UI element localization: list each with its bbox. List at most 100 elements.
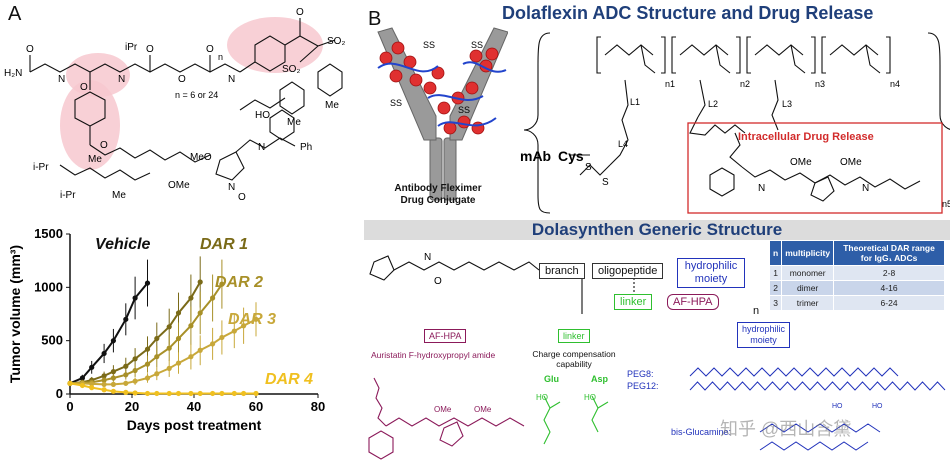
atom-label: HO <box>584 393 596 402</box>
ss-label: SS <box>458 105 470 115</box>
data-point <box>144 361 151 367</box>
table-cell: 2-8 <box>833 265 945 281</box>
box-line: hydrophilic <box>742 324 786 334</box>
x-tick-label: 20 <box>125 399 139 414</box>
peg8-chain <box>689 367 899 377</box>
drug-sphere <box>391 41 405 55</box>
linker-l2: L2 <box>708 99 718 109</box>
table-cell: 6-24 <box>833 295 945 311</box>
series-label: Vehicle <box>95 236 151 253</box>
series-label: DAR 2 <box>215 274 263 291</box>
linker-box: linker <box>614 294 653 310</box>
data-point <box>241 323 247 329</box>
subscript-n2: n2 <box>740 79 750 89</box>
drug-sphere <box>465 81 479 95</box>
peg8-label: PEG8: <box>627 369 654 379</box>
data-point <box>110 369 116 375</box>
polymer-bond <box>829 44 879 56</box>
polymer-bond <box>604 44 654 56</box>
atom-label: O <box>238 192 246 203</box>
data-point <box>101 387 107 393</box>
backbone-bond <box>29 63 241 73</box>
data-point <box>253 390 259 397</box>
data-point <box>188 295 194 301</box>
l1-linker-bond <box>609 79 629 166</box>
x-tick-label: 60 <box>249 399 263 414</box>
chain-bond <box>299 45 319 63</box>
data-point <box>197 347 203 353</box>
right-brace <box>927 32 950 130</box>
caption-line: Antibody Fleximer <box>394 183 482 194</box>
disulfide-bond <box>579 164 611 176</box>
data-point <box>101 377 107 383</box>
atom-label: Me <box>112 190 126 201</box>
ss-label: SS <box>390 98 402 108</box>
atom-label: N <box>228 182 235 193</box>
data-point <box>79 375 85 381</box>
data-point <box>110 381 116 387</box>
box-line: moiety <box>750 335 777 345</box>
repeat-bracket <box>661 36 666 74</box>
table-row: 3 trimer 6-24 <box>768 295 945 311</box>
atom-label: N <box>862 183 869 194</box>
payload-backbone <box>385 417 525 427</box>
table-row: 2 dimer 4-16 <box>768 280 945 296</box>
y-axis-label: Tumor volume (mm³) <box>7 245 23 383</box>
repeat-bracket <box>671 36 676 74</box>
payload-backbone <box>741 166 921 190</box>
table-header: Theoretical DAR range for IgG₁ ADCs <box>833 240 945 266</box>
data-point <box>154 354 160 360</box>
atom-label: i-Pr <box>60 190 76 201</box>
atom-label: H₂N <box>4 68 22 79</box>
atom-label: O <box>80 82 88 93</box>
y-tick-label: 500 <box>41 333 63 348</box>
ketone-bond <box>284 35 301 46</box>
data-point <box>166 390 172 397</box>
polymer-units <box>596 36 891 74</box>
data-point <box>166 365 172 371</box>
glucamine-chain <box>759 441 869 451</box>
ss-label: SS <box>423 40 435 50</box>
data-point <box>188 354 194 360</box>
legend-linker-box: linker <box>558 329 590 343</box>
data-point <box>132 367 138 374</box>
repeat-bracket <box>886 36 891 74</box>
data-point <box>175 360 182 366</box>
data-point <box>219 390 225 397</box>
table-row: 1 monomer 2-8 <box>768 265 945 281</box>
data-point <box>123 372 129 378</box>
data-point <box>210 295 216 301</box>
caption-line: Drug Conjugate <box>400 195 476 206</box>
phenyl-ring <box>269 109 295 141</box>
table-header-row: n multiplicity Theoretical DAR range for… <box>768 240 945 266</box>
atom-label: OMe <box>840 157 862 168</box>
hydrophilic-structures: HO HO <box>689 367 946 451</box>
linker-l4: L4 <box>618 139 628 149</box>
pyrrolidine-ring <box>810 176 835 202</box>
polymer-chains <box>377 61 507 127</box>
data-point <box>123 389 129 395</box>
drug-payloads <box>379 41 499 135</box>
drug-sphere <box>423 81 437 95</box>
data-point <box>219 334 225 341</box>
data-point <box>231 390 237 397</box>
atom-label: Me <box>88 154 102 165</box>
drug-sphere <box>389 69 403 83</box>
series-label: DAR 1 <box>200 236 248 253</box>
data-point <box>241 390 247 397</box>
peptide-bond-chain <box>59 164 151 181</box>
fab-arm-left <box>377 27 437 141</box>
asp-bond <box>597 401 609 409</box>
atom-label: O <box>100 140 108 151</box>
peg12-label: PEG12: <box>627 381 659 391</box>
repeat-bracket <box>736 36 741 74</box>
afhpa-structure: OMe OMe <box>368 377 525 460</box>
tosyl-ring <box>317 63 343 97</box>
hydrophilic-moiety-box: hydrophilic moiety <box>677 258 745 288</box>
atom-label: OMe <box>790 157 812 168</box>
atom-label: O <box>26 44 34 55</box>
hydroxymethyl-bond <box>865 44 881 74</box>
atom-label: HO <box>536 393 548 402</box>
section-title: Dolasynthen Generic Structure <box>531 220 783 239</box>
